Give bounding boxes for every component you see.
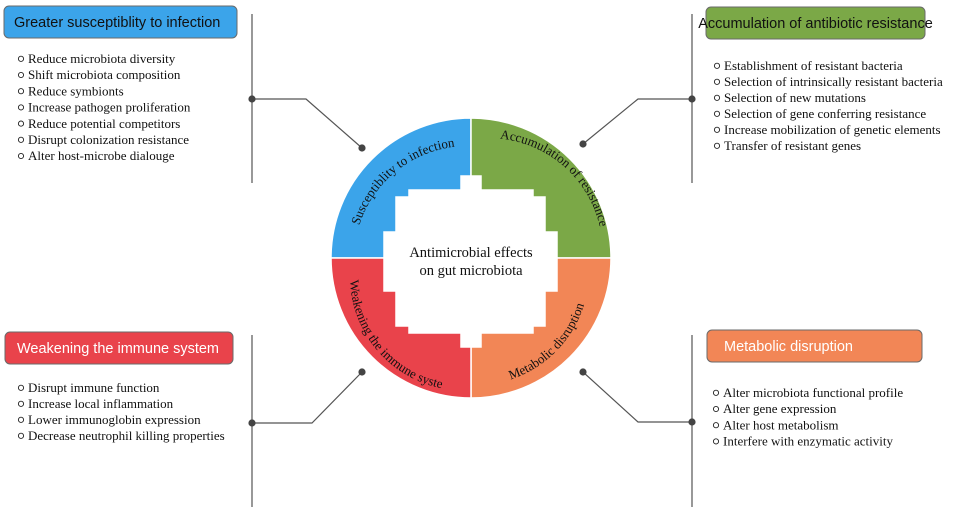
title-box-metabolic: Metabolic disruption — [706, 329, 923, 363]
ring-segment-metabolic — [470, 257, 612, 399]
list-item: Alter host-microbe dialouge — [28, 148, 175, 163]
title-box-infection: Greater susceptiblity to infection — [3, 5, 238, 39]
ring-segment-resistance — [470, 117, 612, 259]
list-item: Increase mobilization of genetic element… — [724, 122, 941, 137]
bullet-icon — [17, 416, 25, 423]
bullet-icon — [17, 104, 25, 111]
bullet-list-resistance: Establishment of resistant bacteriaSelec… — [713, 58, 943, 153]
dot-immune-left — [248, 419, 256, 427]
dot-immune-right — [358, 368, 366, 376]
connector-infection — [252, 98, 363, 149]
center-title-line1: Antimicrobial effects — [409, 245, 533, 261]
bullet-icon — [17, 152, 25, 160]
bullet-icon — [713, 78, 721, 85]
bullet-icon — [712, 438, 720, 445]
list-item: Increase pathogen proliferation — [28, 100, 191, 115]
list-item: Decrease neutrophil killing properties — [28, 428, 225, 443]
bullet-icon — [17, 400, 25, 407]
title-metabolic: Metabolic disruption — [724, 339, 853, 355]
list-item: Reduce potential competitors — [28, 116, 180, 131]
list-item: Selection of new mutations — [724, 90, 866, 105]
title-immune: Weakening the immune system — [17, 341, 219, 357]
list-item: Alter host metabolism — [723, 417, 839, 432]
connector-metabolic — [582, 371, 692, 423]
list-item: Alter gene expression — [723, 401, 837, 416]
title-resistance: Accumulation of antibiotic resistance — [698, 16, 933, 32]
ring-segment-immune — [330, 257, 472, 399]
bullet-icon — [712, 389, 720, 396]
bullet-icon — [17, 120, 25, 127]
dot-resistance-left — [579, 140, 587, 148]
list-item: Lower immunoglobin expression — [28, 412, 201, 427]
list-item: Reduce microbiota diversity — [28, 51, 176, 66]
connector-immune — [252, 371, 363, 424]
bullet-list-metabolic: Alter microbiota functional profileAlter… — [712, 385, 903, 449]
title-box-resistance: Accumulation of antibiotic resistance — [698, 6, 933, 40]
connector-dots — [248, 95, 696, 427]
list-item: Selection of intrinsically resistant bac… — [724, 74, 943, 89]
bullet-icon — [17, 432, 25, 439]
bullet-icon — [713, 126, 721, 133]
bullet-icon — [17, 384, 25, 391]
list-item: Transfer of resistant genes — [724, 138, 861, 153]
ring-segment-infection — [330, 117, 472, 259]
list-item: Increase local inflammation — [28, 396, 174, 411]
list-item: Interfere with enzymatic activity — [723, 434, 894, 449]
dot-infection-left — [248, 95, 256, 103]
dot-metabolic-right — [688, 418, 696, 426]
title-box-immune: Weakening the immune system — [4, 331, 234, 365]
list-item: Shift microbiota composition — [28, 67, 181, 82]
title-infection: Greater susceptiblity to infection — [14, 15, 220, 31]
list-item: Reduce symbionts — [28, 83, 124, 98]
bullet-icon — [713, 94, 721, 101]
bullet-icon — [712, 422, 720, 429]
list-item: Selection of gene conferring resistance — [724, 106, 926, 121]
dot-metabolic-left — [579, 368, 587, 376]
dot-resistance-right — [688, 95, 696, 103]
bullet-icon — [712, 405, 720, 413]
list-item: Alter microbiota functional profile — [723, 385, 903, 400]
ring — [330, 117, 612, 399]
bullet-icon — [17, 55, 25, 62]
bullet-icon — [713, 110, 721, 117]
list-item: Establishment of resistant bacteria — [724, 58, 903, 73]
dot-infection-right — [358, 144, 366, 152]
connector-resistance — [582, 98, 692, 145]
center-title-line2: on gut microbiota — [419, 263, 523, 279]
bullet-icon — [713, 142, 721, 149]
list-item: Disrupt colonization resistance — [28, 132, 189, 147]
bullet-icon — [17, 136, 25, 143]
bullet-icon — [17, 88, 25, 95]
bullet-icon — [713, 62, 721, 69]
bullet-icon — [17, 71, 25, 79]
list-item: Disrupt immune function — [28, 380, 160, 395]
